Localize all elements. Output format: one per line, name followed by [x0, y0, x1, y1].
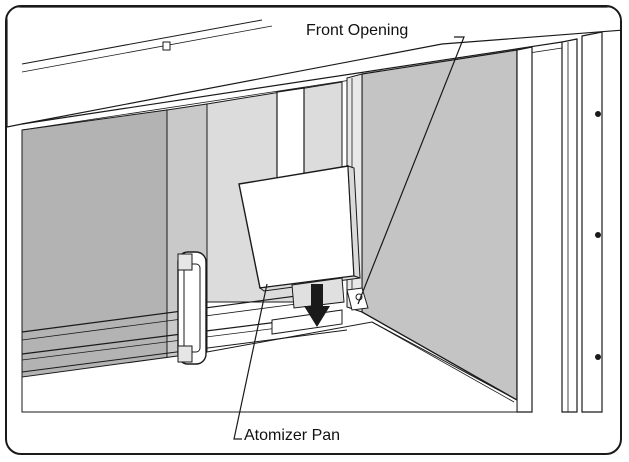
door-handle: [177, 251, 207, 365]
front-opening-label: Front Opening: [306, 22, 409, 39]
atomizer-pan-label: Atomizer Pan: [244, 427, 341, 444]
front-opening-leader: [357, 36, 465, 305]
top-housing: [7, 7, 620, 128]
atomizer-pan: [238, 165, 361, 292]
diagram-frame: [5, 5, 622, 455]
housing-screw: [162, 41, 171, 51]
atomizer-pan-illustration: [7, 7, 620, 440]
door-edge: [516, 46, 533, 413]
down-arrow-icon: [304, 284, 330, 327]
pan-slot: [276, 87, 305, 183]
atomizer-pan-leader: [233, 283, 268, 440]
